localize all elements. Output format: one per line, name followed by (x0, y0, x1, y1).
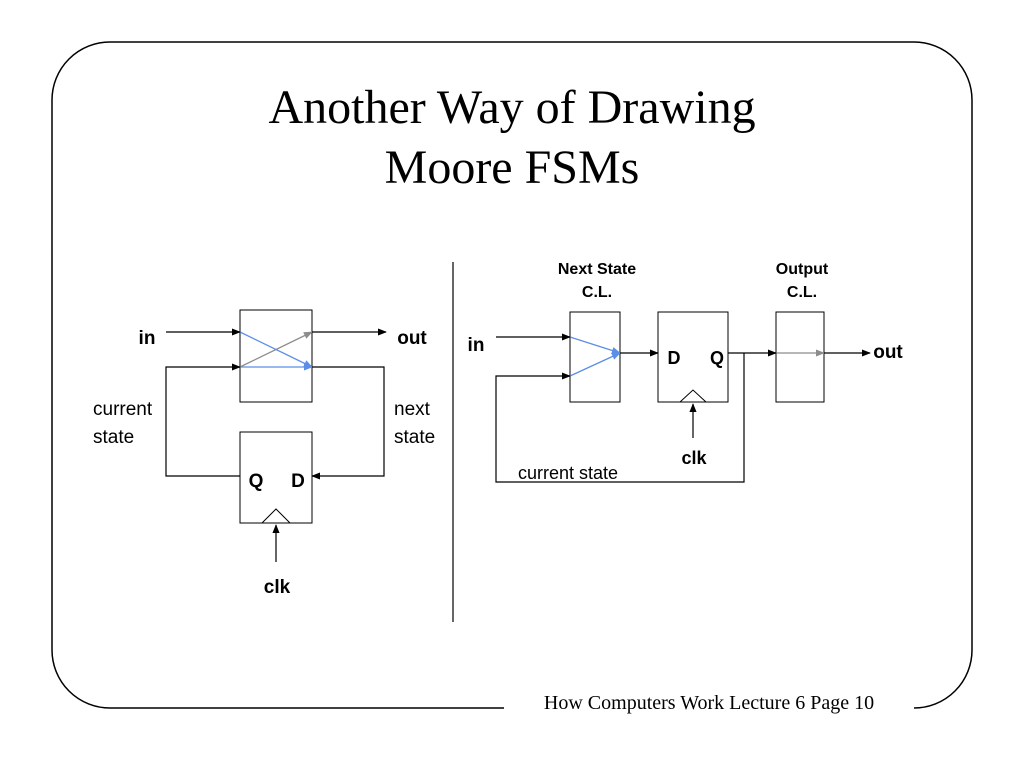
ns-state-arrow-internal (569, 352, 621, 377)
state-to-out-arrow (239, 331, 313, 368)
left-next-state-label-1: next (394, 399, 431, 420)
right-register-q-label: Q (710, 348, 724, 368)
ns-block-label-2: C.L. (582, 284, 612, 301)
right-register-clock-notch (679, 389, 707, 403)
left-register-d-label: D (291, 471, 305, 492)
right-state-register (657, 311, 729, 403)
output-logic-box (775, 311, 825, 403)
current-state-wire (165, 363, 241, 477)
state-register (239, 431, 313, 524)
title-line-1: Another Way of Drawing (268, 81, 756, 134)
out-block-label-1: Output (776, 261, 829, 278)
left-in-label: in (139, 328, 156, 349)
right-current-state-wire (495, 353, 745, 483)
left-current-state-label-1: current (93, 399, 153, 420)
footer-page-label: How Computers Work Lecture 6 Page 10 (504, 692, 914, 715)
left-out-label: out (397, 328, 427, 349)
right-in-label: in (468, 335, 485, 356)
left-current-state-label-2: state (93, 427, 134, 448)
left-register-q-label: Q (249, 471, 264, 492)
left-next-state-label-2: state (394, 427, 435, 448)
next-state-wire (311, 366, 385, 480)
right-current-state-label: current state (518, 463, 618, 483)
right-out-label: out (873, 342, 903, 363)
out-block-label-2: C.L. (787, 284, 817, 301)
register-clock-notch (261, 508, 291, 524)
title-line-2: Moore FSMs (384, 141, 640, 194)
combinational-logic-box (239, 309, 313, 403)
left-clk-label: clk (264, 577, 291, 598)
right-clk-label: clk (681, 448, 707, 468)
ns-block-label-1: Next State (558, 261, 636, 278)
right-register-d-label: D (668, 348, 681, 368)
ns-in-arrow-internal (569, 336, 621, 354)
